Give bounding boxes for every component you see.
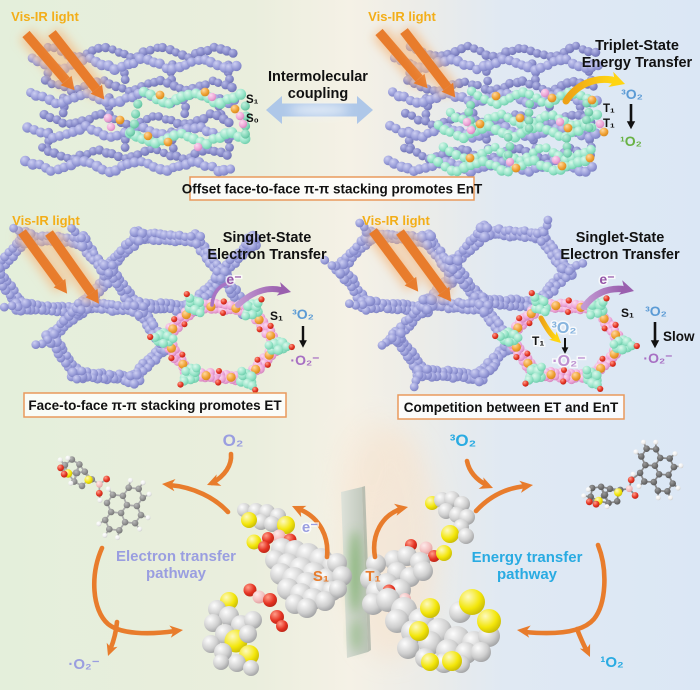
s1-state-label-mid-right: S₁ — [621, 306, 634, 320]
electron-pathway-line1: Electron transfer — [116, 548, 236, 565]
s1-state-label-mid-left: S₁ — [270, 309, 283, 323]
arrows — [15, 25, 660, 657]
t1-label-bottom-right: T₁ — [365, 568, 380, 585]
s0-state-label-top-left: S₀ — [246, 113, 259, 125]
triplet-oxygen-inner-label-mid-right: ³O₂ — [552, 320, 577, 337]
ballstick-molecule-left — [57, 455, 152, 541]
spacefill-molecule-t1 — [360, 491, 501, 673]
triplet-oxygen-label-top-right: ³O₂ — [621, 86, 643, 102]
t1-inner-label-mid-right: T₁ — [532, 334, 544, 348]
energy-pathway-line1: Energy transfer — [472, 549, 583, 566]
intermolecular-coupling-arrow — [266, 96, 373, 124]
t1-lower-state-label-top-right: T₁ — [603, 118, 615, 130]
t1-upper-state-label-top-right: T₁ — [603, 103, 615, 115]
energy-transfer-arrow — [562, 71, 625, 105]
triplet-oxygen-label-mid-left: ³O₂ — [292, 306, 314, 322]
singlet-state-title-mid-right-line1: Singlet-State — [576, 230, 665, 246]
superoxide-label-bottom-left: ·O₂⁻ — [68, 656, 99, 673]
triplet-oxygen-label-bottom-right: ³O₂ — [450, 431, 476, 450]
caption-top: Offset face-to-face π-π stacking promote… — [182, 182, 483, 197]
superoxide-label-mid-left: ·O₂⁻ — [290, 352, 319, 368]
triplet-oxygen-label-mid-right: ³O₂ — [645, 303, 667, 319]
cof-honeycomb-mid-right — [320, 215, 640, 392]
vis-ir-light-label-mid-right: Vis-IR light — [362, 213, 430, 228]
superoxide-label-mid-right: ·O₂⁻ — [643, 350, 672, 366]
triplet-state-title-line1: Triplet-State — [595, 38, 679, 54]
s1-state-label-top-left: S₁ — [246, 94, 259, 106]
superoxide-inner-label-mid-right: ·O₂⁻ — [552, 353, 585, 370]
singlet-state-title-mid-left-line1: Singlet-State — [223, 230, 312, 246]
electron-transfer-arrow-mid-left — [210, 279, 291, 308]
caption-box-mid-left — [23, 392, 287, 418]
caption-mid-left: Face-to-face π-π stacking promotes ET — [28, 398, 282, 413]
energy-pathway-line2: pathway — [497, 566, 558, 583]
singlet-state-title-mid-right-line2: Electron Transfer — [560, 247, 680, 263]
intermolecular-coupling-line1: Intermolecular — [268, 69, 368, 85]
s1-label-bottom-left: S₁ — [313, 568, 329, 585]
slow-label-mid-right: Slow — [663, 329, 695, 344]
ballstick-molecule-right — [581, 439, 684, 510]
electron-label-mid-right: e⁻ — [599, 271, 614, 287]
caption-box-mid-right — [397, 394, 625, 420]
electron-transfer-arrow-mid-right — [580, 280, 634, 311]
vis-ir-light-label-mid-left: Vis-IR light — [12, 213, 80, 228]
singlet-oxygen-label-bottom-right: ¹O₂ — [600, 654, 623, 671]
cof-lattice-top-left — [20, 42, 251, 178]
molecules-bottom — [57, 439, 684, 676]
oxygen-label-bottom-left: O₂ — [223, 431, 244, 450]
caption-mid-right: Competition between ET and EnT — [404, 400, 619, 415]
spacefill-molecule-s1 — [202, 503, 352, 676]
ent-arrow-mid-right — [538, 315, 561, 343]
electron-label-bottom-left: e⁻ — [302, 519, 318, 536]
intermolecular-coupling-line2: coupling — [288, 86, 348, 102]
singlet-oxygen-label-top-right: ¹O₂ — [620, 133, 642, 149]
triplet-state-title-line2: Energy Transfer — [582, 55, 693, 71]
electron-pathway-line2: pathway — [146, 565, 207, 582]
vis-ir-light-label-top-right: Vis-IR light — [368, 9, 436, 24]
singlet-state-title-mid-left-line2: Electron Transfer — [207, 247, 327, 263]
vis-ir-light-label-top-left: Vis-IR light — [11, 9, 79, 24]
electron-label-mid-left: e⁻ — [226, 271, 241, 287]
caption-box-top — [189, 176, 475, 201]
